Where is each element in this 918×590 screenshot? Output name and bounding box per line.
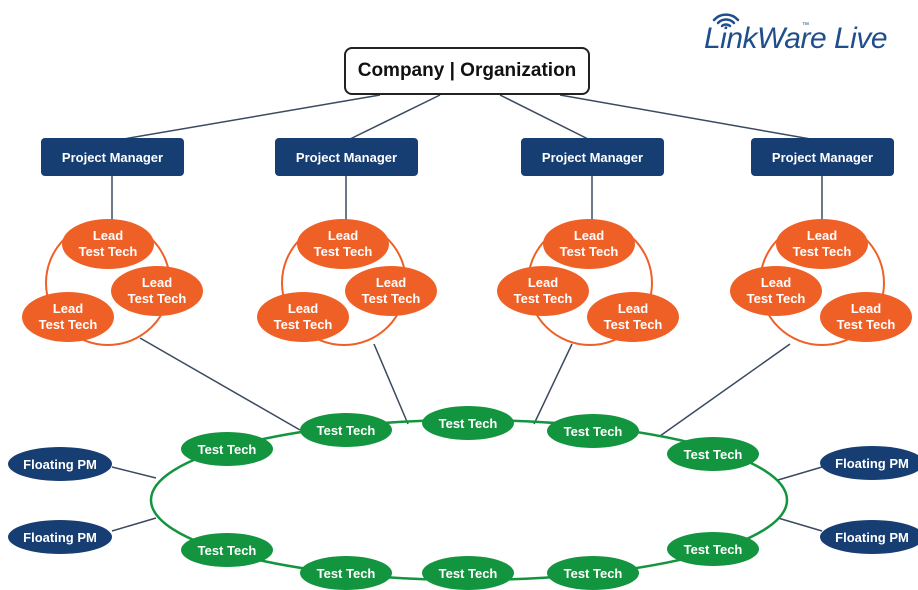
project-manager-node: Project Manager	[751, 138, 894, 176]
test-tech-node: Test Tech	[547, 556, 639, 590]
test-tech-node: Test Tech	[300, 413, 392, 447]
test-tech-node: Test Tech	[667, 532, 759, 566]
project-manager-node: Project Manager	[275, 138, 418, 176]
test-tech-node: Test Tech	[181, 533, 273, 567]
linkware-live-logo: LinkWare Live ™	[704, 8, 910, 64]
floating-pm-node: Floating PM	[8, 520, 112, 554]
test-tech-node: Test Tech	[667, 437, 759, 471]
floating-pm-node: Floating PM	[8, 447, 112, 481]
test-tech-node: Test Tech	[300, 556, 392, 590]
project-manager-node: Project Manager	[41, 138, 184, 176]
logo-text: LinkWare Live	[704, 22, 888, 55]
project-manager-node: Project Manager	[521, 138, 664, 176]
organization-node: Company | Organization	[344, 47, 590, 95]
floating-pm-node: Floating PM	[820, 520, 918, 554]
test-tech-node: Test Tech	[422, 406, 514, 440]
test-tech-node: Test Tech	[181, 432, 273, 466]
test-tech-node: Test Tech	[422, 556, 514, 590]
wifi-icon	[712, 13, 740, 28]
test-tech-node: Test Tech	[547, 414, 639, 448]
logo-trademark: ™	[802, 22, 809, 29]
floating-pm-node: Floating PM	[820, 446, 918, 480]
